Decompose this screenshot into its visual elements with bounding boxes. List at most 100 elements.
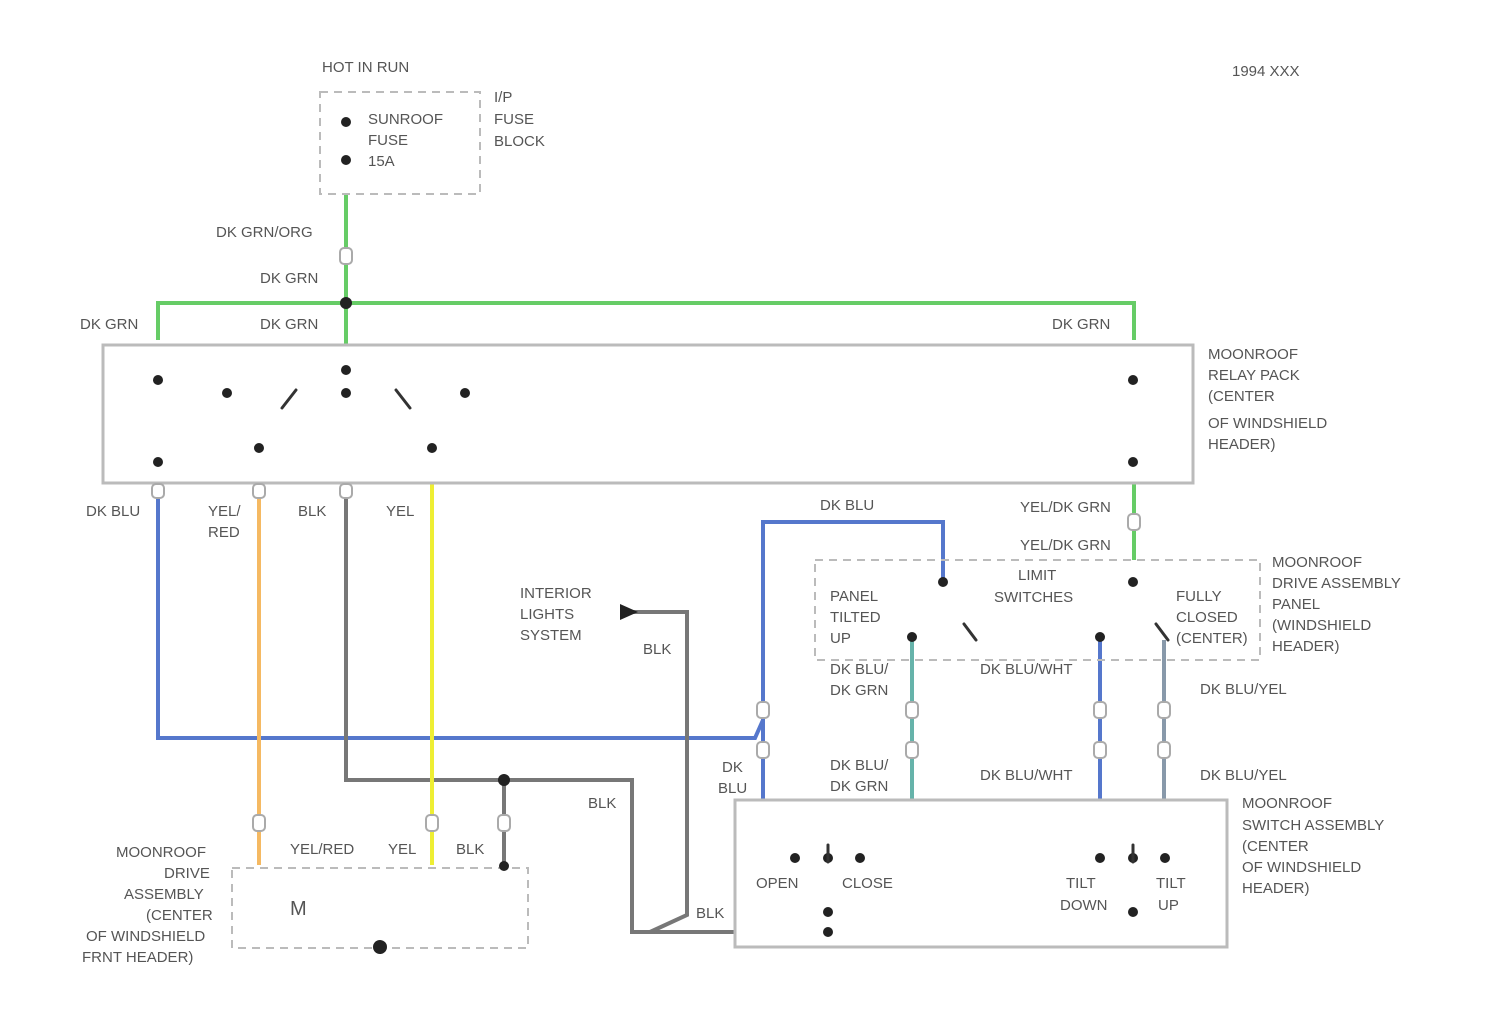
power-header: HOT IN RUN <box>322 59 409 76</box>
fuse-word: FUSE <box>368 132 408 149</box>
limit-switch-terminal <box>907 632 917 642</box>
relay-terminal <box>153 457 163 467</box>
fuse-block-line-3: BLOCK <box>494 133 545 150</box>
wire-label-yel-red-1: YEL/ <box>208 503 241 520</box>
wires <box>158 195 1164 932</box>
fuse-amps: 15A <box>368 153 395 170</box>
motor-ground <box>373 940 387 954</box>
switch-open-label: OPEN <box>756 875 799 892</box>
relay-terminal <box>153 375 163 385</box>
switch-terminal <box>823 907 833 917</box>
wire-label-dk-grn: DK GRN <box>260 270 318 287</box>
connector-relay-blk <box>340 484 352 498</box>
wire-label-dk-blu-wht: DK BLU/WHT <box>980 661 1073 678</box>
connector-dk-blu-yel-bottom <box>1158 742 1170 758</box>
wire-label-yel-dk-grn: YEL/DK GRN <box>1020 537 1111 554</box>
wire-label-yel-dk-grn: YEL/DK GRN <box>1020 499 1111 516</box>
connector-motor-yel-red <box>253 815 265 831</box>
wire-label-dk-blu-dk-grn-2: DK GRN <box>830 778 888 795</box>
switch-terminal <box>855 853 865 863</box>
connector-dk-blu-dk-grn-bottom <box>906 742 918 758</box>
switch-assembly-line-4: OF WINDSHIELD <box>1242 859 1361 876</box>
drive-panel-line-2: DRIVE ASSEMBLY <box>1272 575 1401 592</box>
labels: 1994 XXX HOT IN RUN SUNROOF FUSE 15A I/P… <box>80 59 1401 966</box>
relay-label-line-1: MOONROOF <box>1208 346 1298 363</box>
interior-lights-arrow <box>620 604 638 620</box>
switch-terminal <box>1095 853 1105 863</box>
relay-terminal <box>1128 375 1138 385</box>
wire-label-blk: BLK <box>456 841 484 858</box>
wire-label-dk-blu: DK BLU <box>86 503 140 520</box>
wire-label-blk: BLK <box>696 905 724 922</box>
switch-tilt-up-line-1: TILT <box>1156 875 1186 892</box>
wire-label-dk-grn: DK GRN <box>1052 316 1110 333</box>
limit-switches-line-1: LIMIT <box>1018 567 1056 584</box>
connector-feed <box>340 248 352 264</box>
relay-label-line-3: (CENTER <box>1208 388 1275 405</box>
panel-tilted-up-line-2: TILTED <box>830 609 881 626</box>
switch-tilt-up-line-2: UP <box>1158 897 1179 914</box>
switch-terminal <box>1128 907 1138 917</box>
wire-label-dk-blu-stack-1: DK <box>722 759 743 776</box>
drive-panel-line-5: HEADER) <box>1272 638 1340 655</box>
interior-lights-line-2: LIGHTS <box>520 606 574 623</box>
relay-label-line-4: OF WINDSHIELD <box>1208 415 1327 432</box>
wire-label-dk-blu: DK BLU <box>820 497 874 514</box>
switch-tilt-down-line-1: TILT <box>1066 875 1096 892</box>
switch-assembly-line-3: (CENTER <box>1242 838 1309 855</box>
drive-panel-line-4: (WINDSHIELD <box>1272 617 1371 634</box>
fully-closed-line-2: CLOSED <box>1176 609 1238 626</box>
connector-switch-dk-blu-bottom <box>757 742 769 758</box>
switch-assembly-line-2: SWITCH ASSEMBLY <box>1242 817 1384 834</box>
drive-motor-box <box>232 868 528 948</box>
splice-dk-grn <box>340 297 352 309</box>
page-reference: 1994 XXX <box>1232 63 1300 80</box>
drive-panel-line-3: PANEL <box>1272 596 1320 613</box>
wire-label-dk-blu-wht: DK BLU/WHT <box>980 767 1073 784</box>
connector-relay-yel-red <box>253 484 265 498</box>
wire-label-dk-blu-dk-grn-1: DK BLU/ <box>830 757 889 774</box>
wire-label-blk: BLK <box>643 641 671 658</box>
connector-dk-blu-wht-top <box>1094 702 1106 718</box>
relay-pack-box <box>103 345 1193 483</box>
fuse-terminal-bottom <box>341 155 351 165</box>
relay-terminal <box>341 388 351 398</box>
connector-dk-blu-yel-top <box>1158 702 1170 718</box>
limit-switch-terminal <box>938 577 948 587</box>
limit-switch-terminal <box>1095 632 1105 642</box>
interior-lights-line-3: SYSTEM <box>520 627 582 644</box>
terminals <box>153 117 1170 954</box>
connector-motor-yel <box>426 815 438 831</box>
fuse-name: SUNROOF <box>368 111 443 128</box>
wire-blk-relay <box>346 484 504 868</box>
relay-switch-blade <box>396 390 410 408</box>
fuse-terminal-top <box>341 117 351 127</box>
switch-tilt-down-line-2: DOWN <box>1060 897 1108 914</box>
drive-motor-line-3: ASSEMBLY <box>124 886 204 903</box>
splice-blk <box>498 774 510 786</box>
relay-terminal <box>427 443 437 453</box>
wire-blk-interior-lights <box>628 612 687 932</box>
fuse-block-line-2: FUSE <box>494 111 534 128</box>
fuse-block-line-1: I/P <box>494 89 512 106</box>
panel-tilted-up-line-1: PANEL <box>830 588 878 605</box>
switch-terminal <box>790 853 800 863</box>
connector-yel-dk-grn <box>1128 514 1140 530</box>
fully-closed-line-3: (CENTER) <box>1176 630 1248 647</box>
switch-terminal <box>1160 853 1170 863</box>
relay-switch-blade <box>282 390 296 408</box>
drive-panel-line-1: MOONROOF <box>1272 554 1362 571</box>
drive-motor-line-4: (CENTER <box>146 907 213 924</box>
connector-switch-dk-blu-top <box>757 702 769 718</box>
drive-motor-line-6: FRNT HEADER) <box>82 949 193 966</box>
wire-label-yel-red-2: RED <box>208 524 240 541</box>
wire-label-blk: BLK <box>298 503 326 520</box>
relay-terminal <box>341 365 351 375</box>
relay-terminal <box>1128 457 1138 467</box>
wire-label-dk-blu-dk-grn-2: DK GRN <box>830 682 888 699</box>
connector-dk-blu-dk-grn-top <box>906 702 918 718</box>
panel-tilted-up-line-3: UP <box>830 630 851 647</box>
fully-closed-line-1: FULLY <box>1176 588 1222 605</box>
wire-label-dk-blu-dk-grn-1: DK BLU/ <box>830 661 889 678</box>
